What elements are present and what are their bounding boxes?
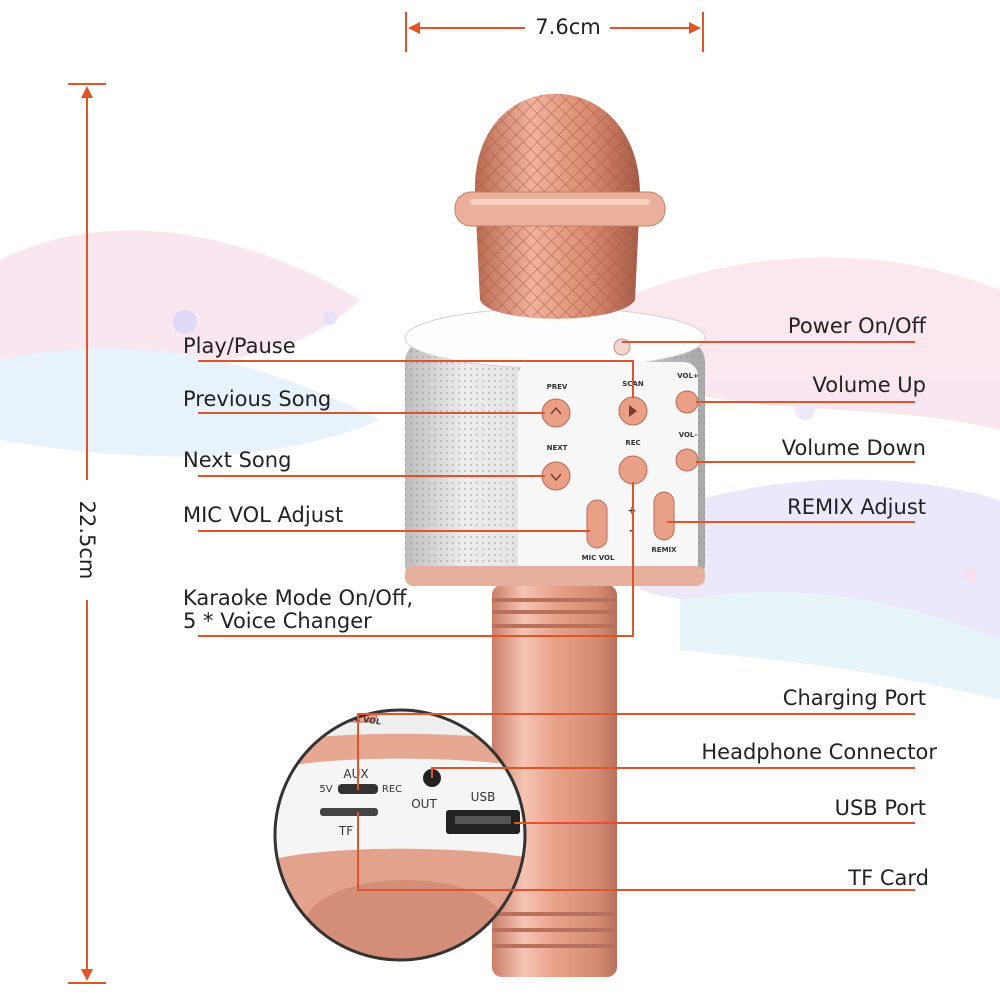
zoom-rec-label: REC [382,784,402,795]
zoom-remix-slider [449,710,483,723]
panel-prev-label: PREV [547,383,568,391]
vol-down-button[interactable] [675,448,699,472]
next-arrow-icon [550,473,562,482]
zoom-out-label: OUT [411,797,437,811]
width-arrow-right-icon [689,22,701,34]
prev-button[interactable] [541,398,571,428]
panel-vol-plus-label: VOL+ [677,372,699,380]
zoom-tf-label: TF [338,824,353,838]
background-swirls [0,230,1000,700]
next-song-label: Next Song [183,448,292,472]
rec-button[interactable] [618,455,648,485]
previous-song-label: Previous Song [183,387,332,411]
zoom-inset: MIC VOL REMIX + – AUX 5V REC OUT USB TF [273,681,527,962]
zoom-aux-label: AUX [343,767,368,781]
volume-up-label: Volume Up [812,373,926,397]
play-icon [629,405,637,417]
voice-changer-label: 5 * Voice Changer [183,609,372,633]
panel-vol-minus-label: VOL- [679,431,698,439]
microphone-head [454,93,666,319]
panel-remix-label: REMIX [651,546,677,554]
remix-adjust-label: REMIX Adjust [787,495,926,519]
vol-up-button[interactable] [675,390,699,414]
next-button[interactable] [541,461,571,491]
power-label: Power On/Off [787,314,926,338]
charging-port-label: Charging Port [782,686,926,710]
microphone-handle [492,585,617,977]
width-dimension-label: 7.6cm [535,15,601,39]
width-arrow-left-icon [408,22,420,34]
panel-next-label: NEXT [547,444,568,452]
dimension-arrows [68,12,704,984]
height-dimension-label: 22.5cm [75,500,99,580]
usb-port-label: USB Port [834,796,926,820]
height-arrow-bottom-icon [81,969,93,981]
zoom-5v-label: 5V [319,784,332,795]
remix-slider[interactable] [653,491,675,541]
play-pause-label: Play/Pause [183,334,296,358]
control-panel: PREV SCAN VOL+ NEXT REC VOL- MIC VOL REM… [541,338,699,562]
headphone-connector-label: Headphone Connector [701,740,937,764]
karaoke-mode-label: Karaoke Mode On/Off, [183,586,414,610]
zoom-plus-label: + [408,681,420,697]
panel-rec-label: REC [625,439,640,447]
tf-card-slot [320,808,378,816]
volume-down-label: Volume Down [781,436,926,460]
prev-arrow-icon [550,406,562,415]
mic-vol-adjust-label: MIC VOL Adjust [183,503,344,527]
tf-card-label: TF Card [848,866,929,890]
callout-lines [198,341,915,891]
mic-vol-slider[interactable] [586,499,608,549]
zoom-usb-label: USB [471,790,496,804]
panel-mic-vol-label: MIC VOL [582,554,615,562]
height-arrow-top-icon [81,86,93,98]
